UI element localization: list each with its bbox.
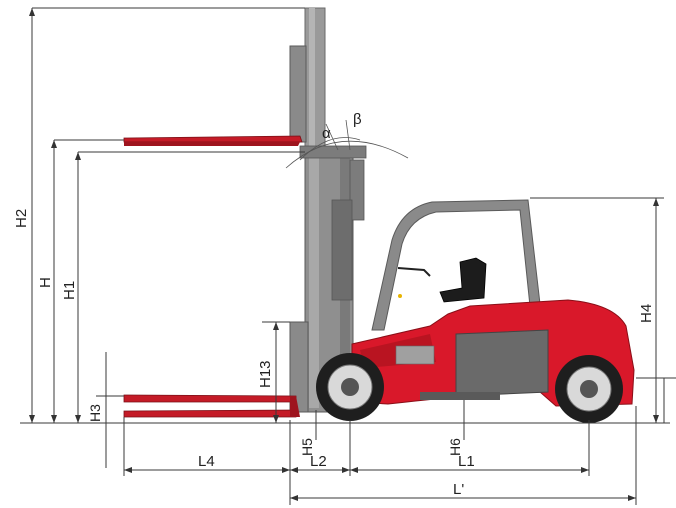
label-H5: H5 xyxy=(299,438,315,456)
label-H13: H13 xyxy=(257,360,274,388)
raised-fork xyxy=(123,135,303,143)
label-H1: H1 xyxy=(61,281,78,300)
dimension-lines xyxy=(20,7,676,505)
steering-wheel xyxy=(397,267,431,277)
lowered-fork-lower xyxy=(123,409,297,418)
raised-carriage xyxy=(289,45,307,143)
side-panel xyxy=(455,329,549,397)
label-L2: L2 xyxy=(310,453,327,470)
label-beta: β xyxy=(353,111,362,128)
label-L1: L1 xyxy=(458,453,475,470)
dimension-labels: H2 H H1 H3 H13 H4 H5 H6 L4 L2 L1 L' α β xyxy=(13,111,655,498)
label-L-prime: L' xyxy=(453,481,464,498)
label-H4: H4 xyxy=(638,304,655,323)
seat xyxy=(439,257,487,303)
label-H3: H3 xyxy=(87,404,103,422)
label-H6: H6 xyxy=(447,438,463,456)
label-H2: H2 xyxy=(13,209,30,228)
rear-wheel xyxy=(555,355,623,423)
lowered-fork-upper xyxy=(123,394,297,403)
front-wheel xyxy=(316,353,384,421)
label-L4: L4 xyxy=(198,453,215,470)
label-alpha: α xyxy=(322,125,331,142)
forklift-illustration xyxy=(123,7,635,423)
label-H: H xyxy=(37,277,54,288)
